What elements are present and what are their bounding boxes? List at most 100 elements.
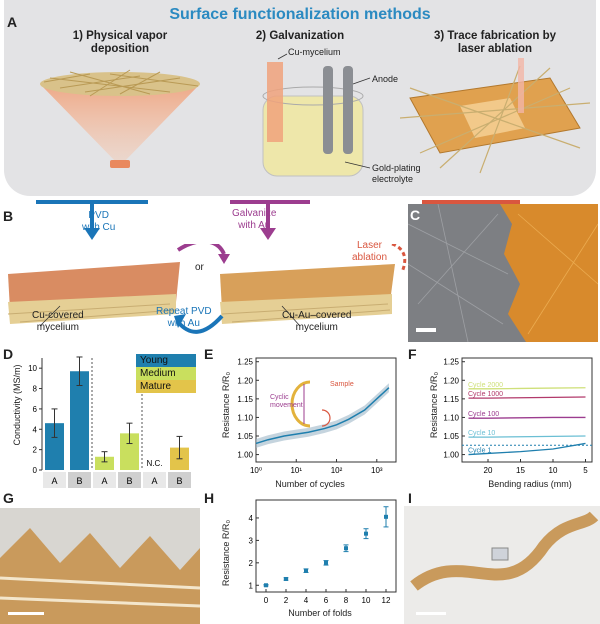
e-inset-sample-arc <box>290 380 311 428</box>
legend-mature: Mature <box>136 380 196 393</box>
panel-letter-c: C <box>410 207 421 223</box>
cuau-line2: mycelium <box>295 322 338 333</box>
laser-ablation-illustration <box>400 58 590 174</box>
legend-medium: Medium <box>136 367 196 380</box>
h-xtick-label: 4 <box>304 596 309 605</box>
anode-label: Anode <box>372 74 399 84</box>
f-xtick-label: 20 <box>484 466 493 475</box>
e-ytick-label: 1.15 <box>237 395 253 404</box>
h-ytick-label: 4 <box>249 514 254 523</box>
repeat-line2: with Au <box>167 318 200 329</box>
panel-letter-d: D <box>3 346 14 362</box>
h-xtick-label: 0 <box>264 596 269 605</box>
d-category-label: B <box>126 476 132 486</box>
method-3-label: 3) Trace fabrication by laser ablation <box>405 30 585 56</box>
h-xtick-label: 8 <box>344 596 349 605</box>
galvanization-illustration <box>262 53 371 177</box>
panel-letter-f: F <box>408 346 417 362</box>
figure-title: Surface functionalization methods <box>169 6 431 23</box>
d-category-label: A <box>51 476 57 486</box>
e-xtick-label: 10⁰ <box>250 466 262 475</box>
e-ytick-label: 1.00 <box>237 451 253 460</box>
panel-letter-b: B <box>3 208 14 224</box>
panel-letter-h: H <box>204 490 215 506</box>
method-2-label: 2) Galvanization <box>215 30 385 43</box>
panel-letter-e: E <box>204 346 214 362</box>
d-ytick-label: 6 <box>33 405 38 414</box>
legend-young: Young <box>136 354 196 367</box>
pvd-line2: with Cu <box>82 222 116 233</box>
repeat-line1: Repeat PVD <box>156 306 212 317</box>
method-3-line1: 3) Trace fabrication by <box>433 30 557 42</box>
f-frame <box>461 357 593 463</box>
d-legend: Young Medium Mature <box>136 354 196 393</box>
f-xtick-label: 10 <box>549 466 558 475</box>
cu-line1: Cu-covered <box>32 310 84 321</box>
d-group-box <box>118 472 141 488</box>
f-xtick-label: 15 <box>516 466 525 475</box>
f-series-line <box>468 387 586 390</box>
method-1-line1: 1) Physical vapor <box>72 30 168 42</box>
d-ytick-label: 8 <box>33 385 38 394</box>
method-1-label: 1) Physical vapor deposition <box>30 30 210 56</box>
e-band <box>256 383 389 448</box>
h-point <box>284 576 288 581</box>
galvanize-line2: with Au <box>238 220 271 231</box>
repeat-pvd-label: Repeat PVD with Au <box>156 306 212 330</box>
h-xtick-label: 10 <box>362 596 371 605</box>
h-xtick-label: 6 <box>324 596 329 605</box>
galvanize-line1: Galvanize <box>232 208 277 219</box>
f-ytick-label: 1.20 <box>443 376 459 385</box>
d-nc-label: N.C. <box>147 459 163 468</box>
panel-letter-i: I <box>408 490 412 506</box>
sem-image <box>408 204 598 342</box>
h-frame <box>255 499 397 593</box>
laser-line1: Laser <box>357 240 383 251</box>
h-point <box>324 560 328 565</box>
f-xtick-label: 5 <box>583 466 588 475</box>
cu-covered-label: Cu-covered mycelium <box>32 310 84 334</box>
d-ytick-label: 4 <box>33 425 38 434</box>
d-bar <box>120 433 139 470</box>
method-1-line2: deposition <box>90 43 150 55</box>
h-ytick-label: 1 <box>249 581 254 590</box>
e-ytick-label: 1.10 <box>237 413 253 422</box>
f-ytick-label: 1.00 <box>443 451 459 460</box>
e-ytick-label: 1.20 <box>237 376 253 385</box>
f-series-line <box>468 435 586 438</box>
electrolyte-line1: Gold-plating <box>372 163 421 173</box>
pvd-cu-label: PVD with Cu <box>82 210 115 234</box>
f-ytick-label: 1.15 <box>443 395 459 404</box>
d-category-label: A <box>101 476 107 486</box>
f-series-label: Cycle 1000 <box>468 391 503 398</box>
cuau-line1: Cu-Au–covered <box>282 310 352 321</box>
d-group-box <box>143 472 166 488</box>
or-label: or <box>195 262 204 273</box>
e-ytick-label: 1.25 <box>237 358 253 367</box>
twisted-sample-drawing <box>410 511 599 615</box>
d-bar <box>45 423 64 470</box>
d-ytick-label: 0 <box>33 466 38 475</box>
folded-sample-drawing <box>0 528 200 624</box>
f-ytick-label: 1.05 <box>443 432 459 441</box>
d-group-box <box>93 472 116 488</box>
f-series-line <box>468 416 586 419</box>
d-ytick-label: 10 <box>28 364 37 373</box>
cu-au-covered-label: Cu-Au–covered mycelium <box>282 310 351 334</box>
d-category-label: B <box>176 476 182 486</box>
cu-mycelium-label: Cu-mycelium <box>288 47 341 57</box>
f-ytick-label: 1.25 <box>443 358 459 367</box>
e-ytick-label: 1.05 <box>237 432 253 441</box>
panel-letter-g: G <box>3 490 14 506</box>
f-series-line <box>468 396 586 399</box>
laser-line2: ablation <box>352 252 388 263</box>
folded-sample-photo <box>0 508 200 624</box>
galvanize-label: Galvanize with Au <box>232 208 276 232</box>
panel-letter-a: A <box>7 14 18 30</box>
inset-movement-line2: movement <box>270 402 303 409</box>
pvd-line1: PVD <box>88 210 109 221</box>
h-point <box>364 531 368 536</box>
e-inset-movement: Cyclic movement <box>270 394 303 410</box>
